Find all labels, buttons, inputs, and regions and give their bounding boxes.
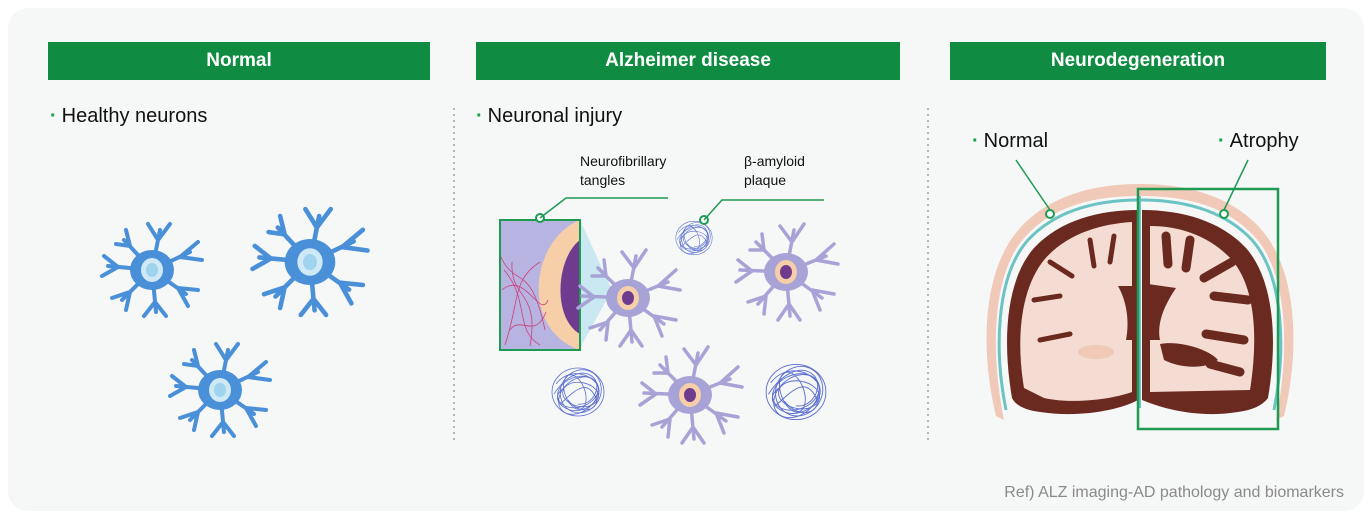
- bullet-neuronal-injury: · Neuronal injury: [476, 105, 622, 128]
- callout-amyloid-plaque: β-amyloid plaque: [744, 152, 805, 190]
- callout-line-1: β-amyloid: [744, 152, 805, 171]
- label-atrophy-hemisphere: · Atrophy: [1218, 130, 1299, 153]
- panel-title-alzheimer: Alzheimer disease: [476, 42, 900, 80]
- bullet-text: Normal: [984, 130, 1048, 153]
- reference-note: Ref) ALZ imaging-AD pathology and biomar…: [1004, 484, 1344, 502]
- callout-line-2: tangles: [580, 171, 666, 190]
- tangles-zoom-illustration: [500, 198, 668, 350]
- bullet-text: Atrophy: [1230, 130, 1299, 153]
- bullet-dot: ·: [476, 105, 483, 128]
- bullet-dot: ·: [972, 130, 979, 153]
- bullet-text: Healthy neurons: [62, 105, 208, 128]
- bullet-dot: ·: [50, 105, 57, 128]
- injured-neuron-illustration: [578, 224, 838, 443]
- panel-title-normal: Normal: [48, 42, 430, 80]
- bullet-text: Neuronal injury: [488, 105, 623, 128]
- callout-line-2: plaque: [744, 171, 805, 190]
- healthy-neuron-illustration: [102, 209, 368, 436]
- brain-section-illustration: [987, 160, 1294, 429]
- callout-line-1: Neurofibrillary: [580, 152, 666, 171]
- panel-title-neurodegeneration: Neurodegeneration: [950, 42, 1326, 80]
- bullet-healthy-neurons: · Healthy neurons: [50, 105, 207, 128]
- callout-neurofibrillary-tangles: Neurofibrillary tangles: [580, 152, 666, 190]
- bullet-dot: ·: [1218, 130, 1225, 153]
- label-normal-hemisphere: · Normal: [972, 130, 1048, 153]
